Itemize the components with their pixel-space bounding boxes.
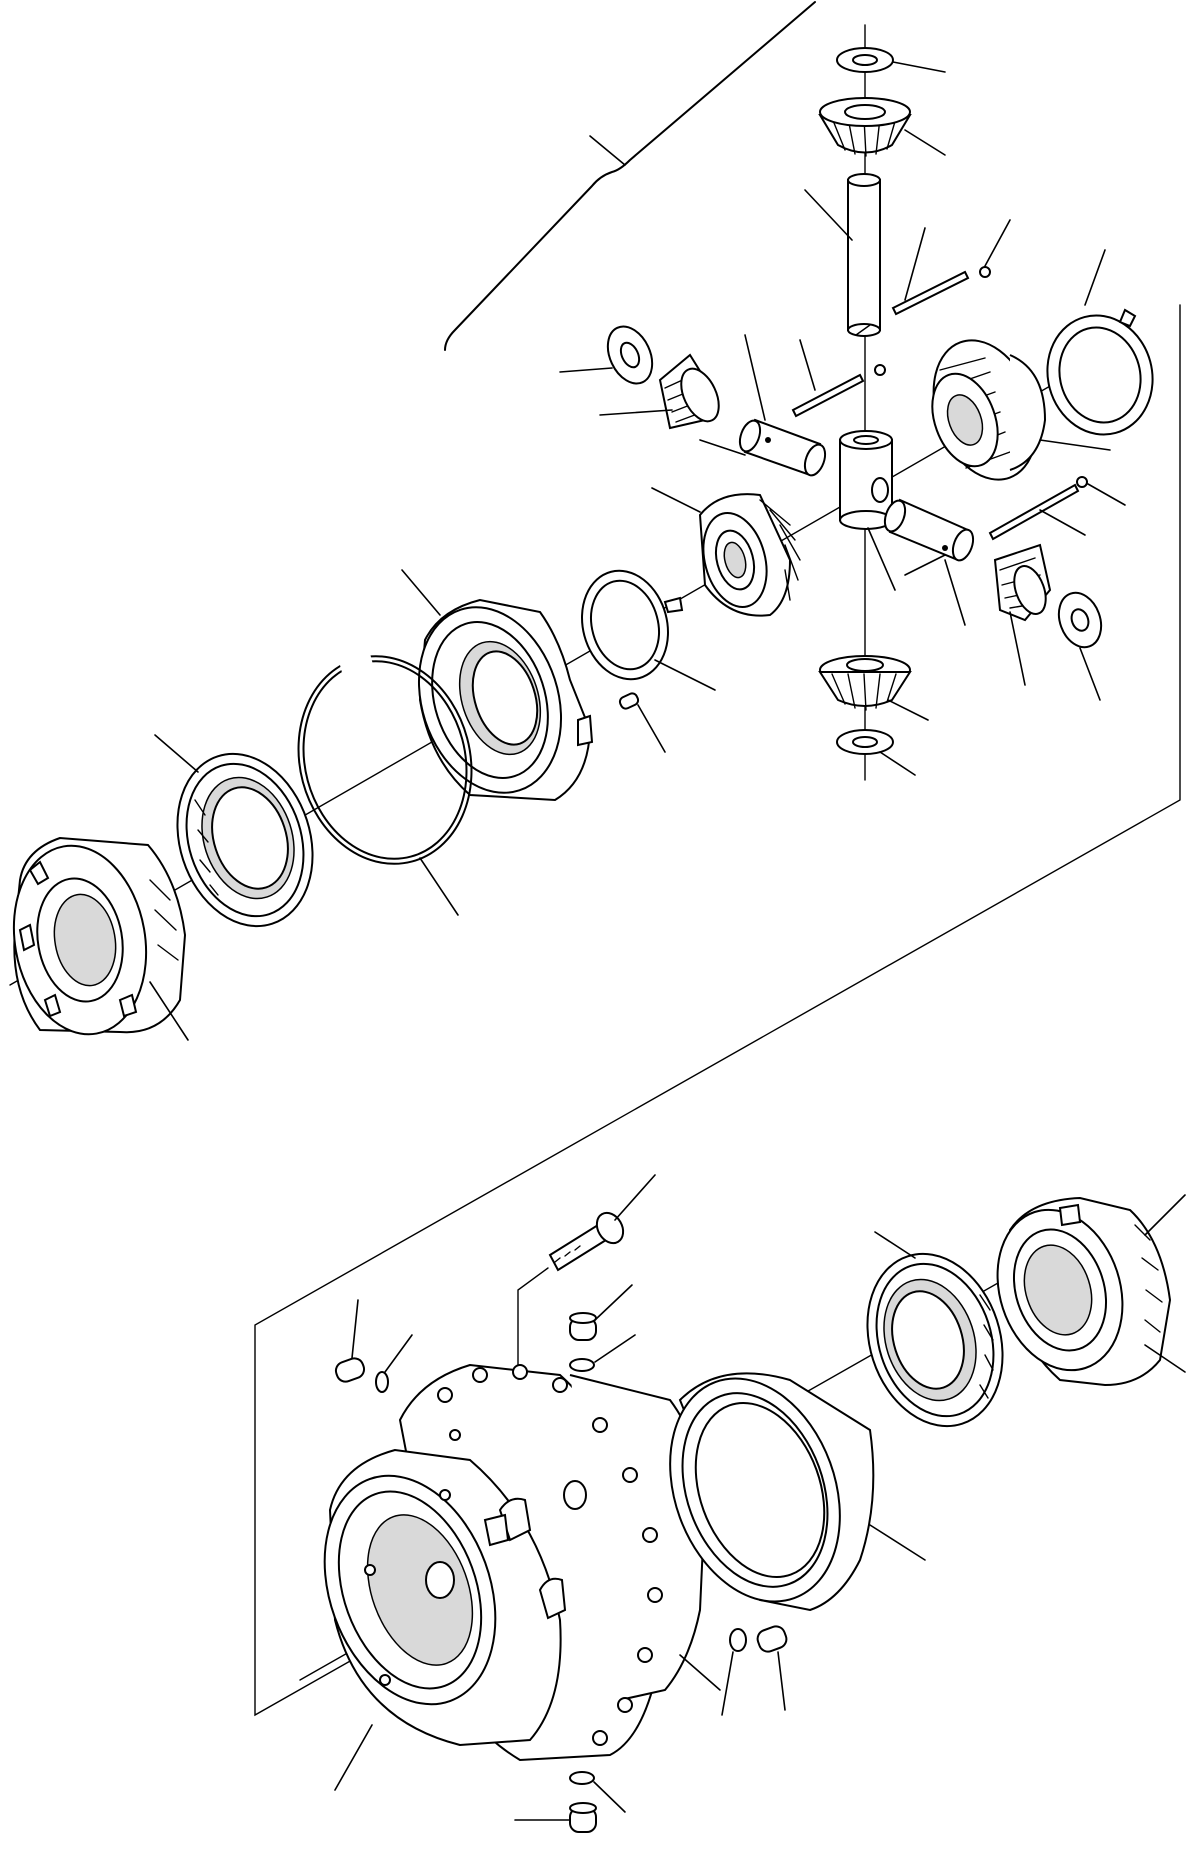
leader-pinion-left bbox=[599, 409, 673, 416]
leader-ball-3 bbox=[1087, 483, 1126, 506]
pinion-gear-right bbox=[993, 543, 1052, 622]
o-ring-top bbox=[569, 1358, 595, 1372]
leader-o-ring-bottom bbox=[593, 1781, 626, 1813]
leader-washer-small-right bbox=[1079, 647, 1101, 701]
leader-washer-right bbox=[1084, 249, 1106, 306]
cross-shaft bbox=[847, 173, 881, 337]
plug-bottom bbox=[569, 1802, 597, 1833]
leader-washer-left bbox=[559, 367, 613, 373]
differential-case bbox=[323, 1363, 707, 1762]
leader-ball-1 bbox=[984, 219, 1011, 267]
dowel-pin bbox=[618, 692, 640, 710]
group-bracket bbox=[444, 1, 816, 351]
leader-roller-bearing-lower bbox=[874, 1231, 916, 1259]
o-ring-bottom bbox=[569, 1771, 595, 1785]
thrust-washer-bottom bbox=[836, 729, 894, 755]
leader-cross-shaft bbox=[804, 189, 853, 241]
leader-spider-pin-right bbox=[904, 554, 946, 576]
leader-adjusting-nut-lower-1 bbox=[1144, 1194, 1186, 1236]
leader-roller-bearing bbox=[154, 734, 199, 773]
lower-assembly-group bbox=[299, 1174, 1186, 1833]
bearing-carrier bbox=[417, 598, 594, 802]
leader-bearing-carrier bbox=[401, 569, 441, 616]
roll-pin-1 bbox=[891, 270, 970, 316]
thrust-washer-right bbox=[1046, 308, 1154, 436]
upper-assembly-group bbox=[9, 1, 1181, 1717]
thrust-washer-left bbox=[606, 325, 654, 385]
spider-pin-right bbox=[883, 498, 975, 562]
plug-right bbox=[756, 1625, 788, 1653]
retaining-ball-1 bbox=[979, 266, 991, 278]
leader-washer-bottom bbox=[879, 751, 916, 776]
leader-case-flange bbox=[679, 1654, 721, 1691]
group-bracket-lead bbox=[589, 135, 626, 166]
leader-spider-pin-left bbox=[744, 334, 766, 421]
side-gear-left bbox=[698, 493, 801, 617]
o-ring-left bbox=[375, 1371, 389, 1393]
side-gear-right bbox=[931, 339, 1047, 481]
tapered-roller-bearing bbox=[176, 752, 314, 928]
bolt-drop-line bbox=[517, 1267, 549, 1391]
leader-pinion-top bbox=[904, 129, 946, 156]
tapered-roller-bearing-lower bbox=[866, 1252, 1004, 1428]
leader-roll-pin-2 bbox=[799, 339, 816, 391]
leader-o-ring-left bbox=[384, 1334, 413, 1373]
retaining-ball-2 bbox=[874, 364, 886, 376]
adjusting-ring-nut bbox=[12, 836, 187, 1036]
case-bolt bbox=[548, 1211, 625, 1272]
case-ring bbox=[669, 1372, 875, 1612]
leader-plug-right bbox=[777, 1651, 786, 1711]
leader-side-gear-right bbox=[1039, 439, 1111, 451]
leader-adjusting-nut bbox=[149, 981, 189, 1041]
pinion-gear-left bbox=[658, 353, 720, 430]
leader-spider-pin-right-2 bbox=[944, 559, 966, 626]
pinion-gear-top bbox=[818, 97, 912, 157]
thrust-washer-middle bbox=[581, 569, 684, 681]
leader-washer-top bbox=[892, 61, 946, 73]
thrust-washer-small-right bbox=[1057, 591, 1103, 649]
leader-roll-pin-1 bbox=[904, 227, 926, 301]
leader-snap-ring bbox=[419, 857, 459, 916]
snap-ring bbox=[297, 651, 473, 865]
leader-case-ring bbox=[869, 1524, 926, 1561]
leader-pinion-bottom bbox=[887, 699, 929, 721]
leader-dowel-pin bbox=[637, 704, 666, 753]
leader-spider-hub bbox=[867, 527, 896, 591]
leader-plug-left bbox=[351, 1299, 359, 1359]
retaining-ball-3 bbox=[1076, 476, 1088, 488]
spider-hub bbox=[839, 430, 893, 530]
spider-pin-left bbox=[738, 418, 827, 477]
leader-spider-pin-left-2 bbox=[699, 439, 746, 456]
leader-side-gear-left bbox=[651, 487, 701, 513]
leader-pinion-right bbox=[1009, 611, 1026, 686]
adjusting-ring-nut-lower bbox=[996, 1196, 1172, 1387]
leader-washer-middle bbox=[654, 659, 716, 691]
pinion-gear-bottom bbox=[818, 655, 912, 711]
leader-plug-top bbox=[594, 1284, 633, 1321]
plug-left bbox=[334, 1357, 366, 1383]
leader-adjusting-nut-lower-2 bbox=[1144, 1344, 1186, 1373]
roll-pin-2 bbox=[791, 373, 865, 418]
roll-pin-3 bbox=[988, 483, 1080, 541]
thrust-washer-top bbox=[836, 47, 894, 73]
plug-top bbox=[569, 1312, 597, 1341]
leader-o-ring-top bbox=[594, 1334, 636, 1363]
leader-differential-case bbox=[334, 1724, 373, 1791]
leader-o-ring-right bbox=[721, 1651, 734, 1716]
leader-roll-pin-3 bbox=[1039, 509, 1086, 536]
leader-case-bolt bbox=[614, 1174, 656, 1221]
o-ring-right bbox=[729, 1628, 747, 1652]
